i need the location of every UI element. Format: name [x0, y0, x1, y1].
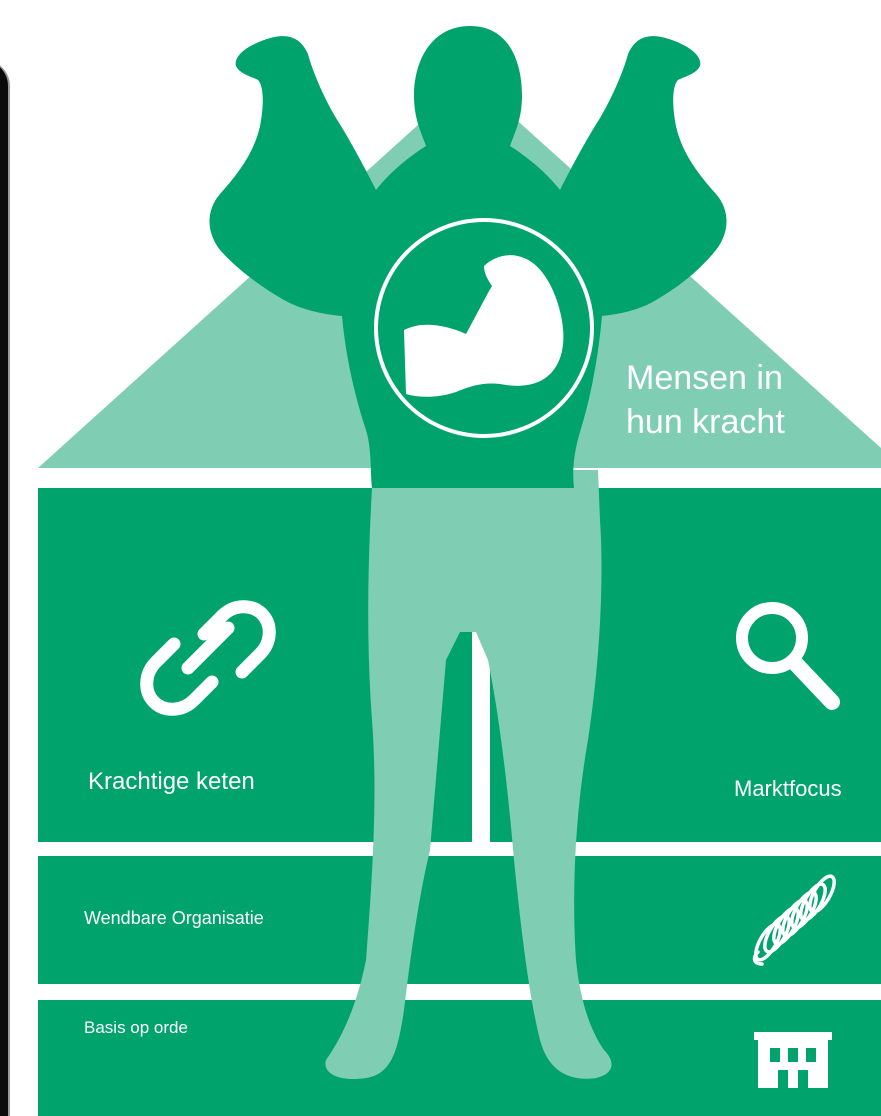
building-icon: [754, 1032, 832, 1088]
layer-label-basis-op-orde: Basis op orde: [84, 1018, 188, 1038]
roof-label: Mensen in hun kracht: [626, 356, 785, 444]
roof-label-line2: hun kracht: [626, 400, 785, 444]
layer-label-wendbare-organisatie: Wendbare Organisatie: [84, 908, 264, 929]
pillar-label-krachtige-keten: Krachtige keten: [88, 768, 255, 796]
pillar-label-marktfocus: Marktfocus: [734, 776, 842, 802]
roof-label-line1: Mensen in: [626, 356, 785, 400]
